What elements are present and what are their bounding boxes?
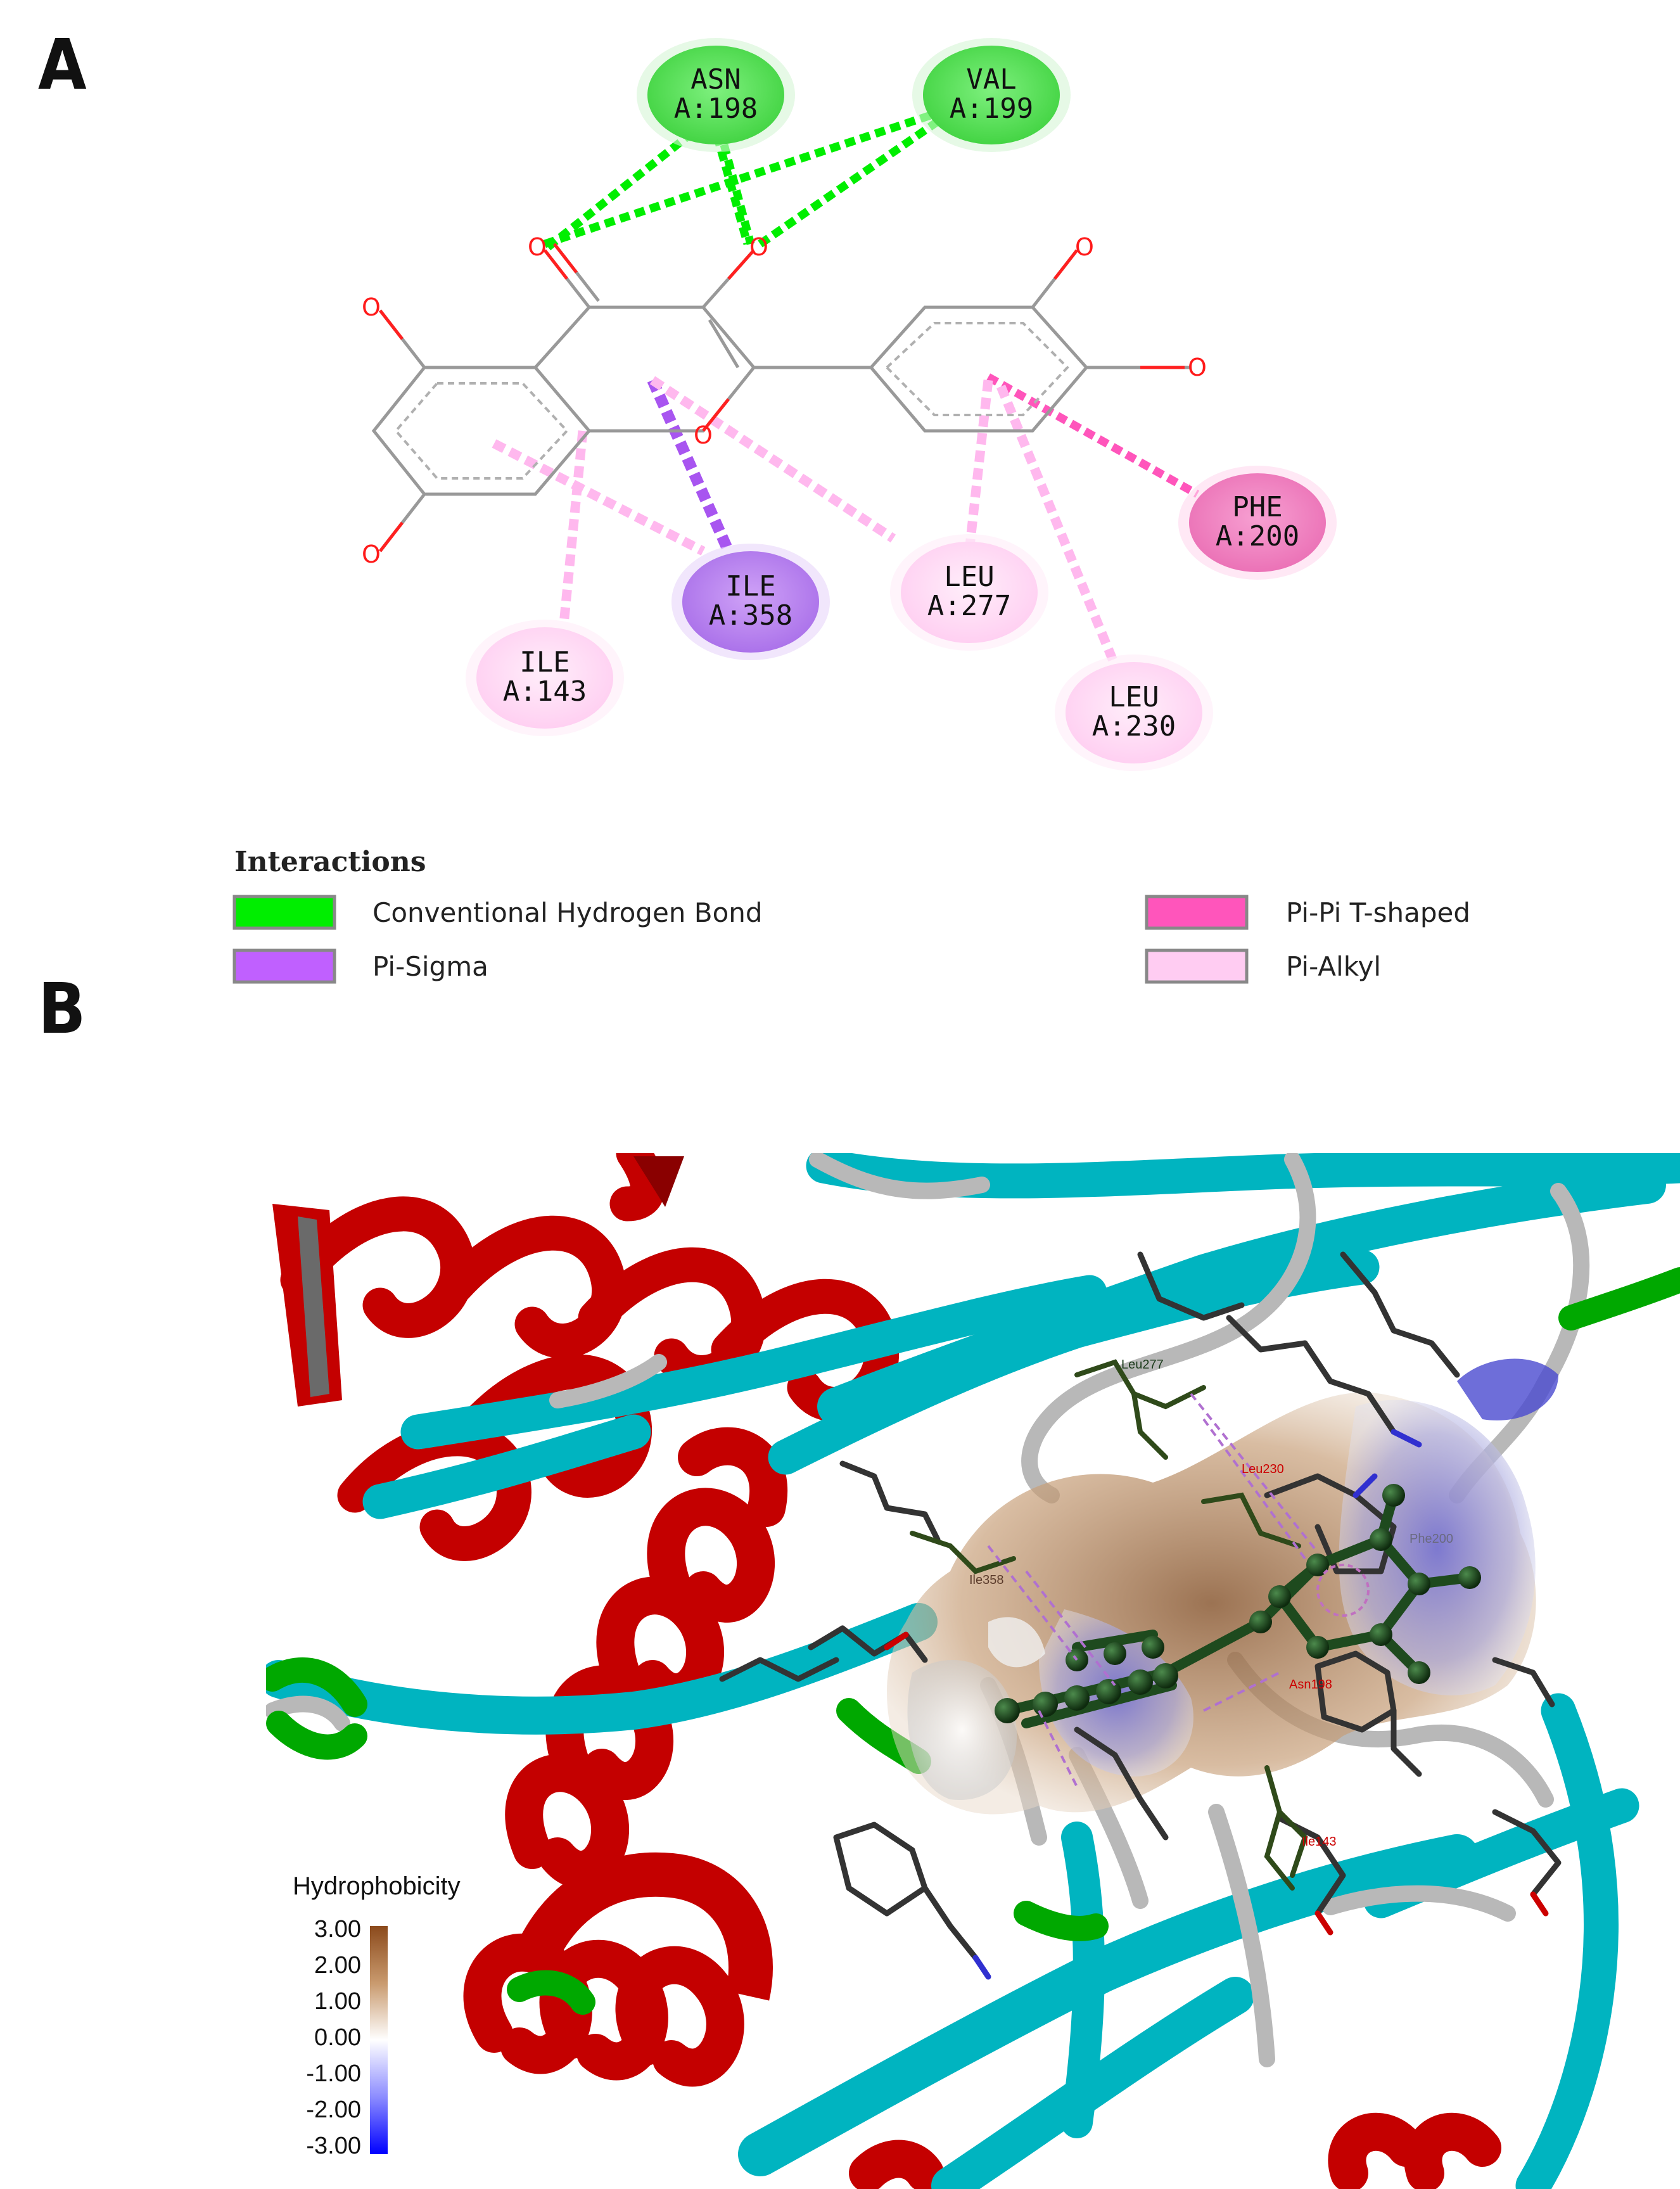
label-ile358: Ile358	[969, 1573, 1004, 1587]
label-asn198: Asn198	[1289, 1678, 1332, 1692]
residue-leu277-num: A:277	[927, 590, 1011, 622]
residue-ile358[interactable]: ILE A:358	[671, 544, 830, 660]
atom-o-3: O	[749, 233, 768, 261]
residue-leu230-name: LEU	[1109, 681, 1159, 713]
residue-asn198[interactable]: ASN A:198	[637, 38, 795, 152]
turn-segments	[266, 1267, 1680, 2015]
tick-1: 1.00	[314, 1988, 361, 2015]
label-ile143: Ile143	[1302, 1835, 1337, 1849]
pialkyl-lines	[492, 376, 1119, 667]
label-leu230: Leu230	[1242, 1462, 1284, 1476]
tick-minus3: -3.00	[306, 2133, 361, 2159]
residue-leu230-num: A:230	[1092, 710, 1176, 743]
residue-val199-num: A:199	[950, 93, 1033, 125]
atom-o-carbonyl: O	[528, 233, 547, 261]
stick-heteroatoms	[884, 1429, 1549, 1980]
residue-ile143[interactable]: ILE A:143	[466, 620, 624, 736]
legend-label-hbond: Conventional Hydrogen Bond	[372, 897, 763, 928]
hydrophobicity-title: Hydrophobicity	[293, 1872, 461, 1900]
helix-top-edge	[633, 1156, 684, 1207]
tick-minus1: -1.00	[306, 2060, 361, 2087]
residue-val199-name: VAL	[966, 63, 1016, 96]
tick-2: 2.00	[314, 1952, 361, 1979]
tick-0: 0.00	[314, 2024, 361, 2051]
beta-sheets	[266, 1153, 1680, 2189]
residue-leu277[interactable]: LEU A:277	[890, 534, 1048, 651]
legend-label-pipi: Pi-Pi T-shaped	[1286, 897, 1470, 928]
atom-o-ring: O	[694, 421, 713, 449]
residue-ile358-name: ILE	[725, 570, 775, 603]
residue-asn198-name: ASN	[690, 63, 741, 96]
helix-left-shadow	[298, 1216, 329, 1397]
residue-phe200-num: A:200	[1216, 520, 1299, 552]
atom-o-4p: O	[1188, 354, 1207, 381]
legend-label-pisigma: Pi-Sigma	[372, 951, 488, 982]
residue-phe200[interactable]: PHE A:200	[1178, 466, 1337, 580]
pipi-line	[986, 373, 1200, 498]
legend-label-pialkyl: Pi-Alkyl	[1286, 951, 1381, 982]
interaction-lines	[492, 106, 1200, 667]
hydrophobicity-legend: Hydrophobicity 3.00 2.00 1.00 0.00 -1.00…	[293, 1872, 461, 2159]
legend-item-pialkyl: Pi-Alkyl	[1145, 948, 1381, 984]
residue-leu230[interactable]: LEU A:230	[1055, 654, 1213, 771]
interacting-residues	[910, 1359, 1308, 1891]
legend-item-pisigma: Pi-Sigma	[232, 948, 488, 984]
helix-bottom-ribbon	[511, 1852, 773, 2001]
panel-a-label: A	[38, 24, 87, 105]
tick-3: 3.00	[314, 1916, 361, 1943]
helix-bottom	[463, 1427, 1501, 2189]
panel-b-label: B	[38, 968, 86, 1049]
legend-item-hbond: Conventional Hydrogen Bond	[232, 895, 763, 930]
pisigma-line	[647, 378, 734, 554]
residue-phe200-name: PHE	[1232, 491, 1282, 523]
residue-asn198-num: A:198	[674, 93, 758, 125]
atom-o-3p: O	[1075, 233, 1094, 261]
hydrophobicity-colorbar	[370, 1926, 388, 2154]
residue-ile358-num: A:358	[709, 599, 792, 632]
legend-title: Interactions	[234, 846, 426, 878]
residue-leu277-name: LEU	[944, 561, 994, 593]
legend-item-pipi: Pi-Pi T-shaped	[1145, 895, 1470, 930]
label-leu277: Leu277	[1121, 1358, 1164, 1372]
structure-labels: Leu277 Leu230 Ile358 Phe200 Asn198 Ile14…	[969, 1358, 1453, 1849]
oxygen-atoms: O O O O O O O	[362, 233, 1207, 568]
ligand-2d-structure	[371, 243, 1191, 552]
interaction-lines-3d	[987, 1393, 1319, 1787]
atom-o-5: O	[362, 293, 381, 321]
stick-residues	[719, 1251, 1562, 1961]
oxygen-bonds	[379, 243, 1185, 552]
label-phe200: Phe200	[1410, 1532, 1453, 1546]
tick-minus2: -2.00	[306, 2096, 361, 2123]
interactions-legend: Interactions Conventional Hydrogen Bond …	[232, 846, 1470, 984]
residue-ile143-num: A:143	[503, 675, 587, 708]
protein-3d-view: Leu277 Leu230 Ile358 Phe200 Asn198 Ile14…	[266, 1153, 1680, 2189]
residue-nodes: ASN A:198 VAL A:199 PHE A:200 LEU A:277 …	[466, 38, 1337, 771]
residue-val199[interactable]: VAL A:199	[912, 38, 1071, 152]
residue-ile143-name: ILE	[519, 646, 570, 679]
atom-o-7: O	[362, 540, 381, 568]
